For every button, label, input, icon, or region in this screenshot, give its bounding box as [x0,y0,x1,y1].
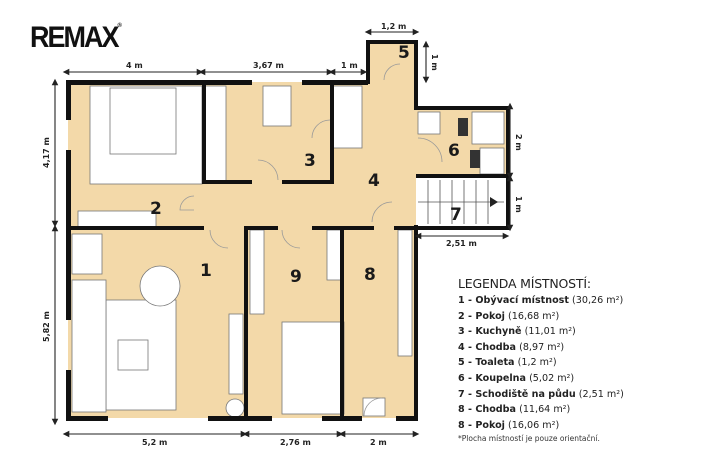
room-7-label: 7 [450,205,462,225]
walls [66,40,510,421]
svg-text:5,82 m: 5,82 m [42,311,51,342]
svg-text:2 m: 2 m [514,134,523,151]
svg-text:1,2 m: 1,2 m [381,22,406,31]
svg-text:3,67 m: 3,67 m [253,61,284,70]
svg-text:1 m: 1 m [341,61,358,70]
legend-item: 7 - Schodiště na půdu (2,51 m²) [458,388,624,400]
svg-text:1 m: 1 m [514,196,523,213]
svg-text:1 m: 1 m [430,54,439,71]
remax-logo: REMAX® [30,20,122,54]
room-9-label: 9 [290,267,302,287]
svg-text:2 m: 2 m [370,438,387,447]
dimension-lines [51,28,514,438]
room-6-label: 6 [448,141,460,161]
stairs-7 [416,178,506,226]
bath-mats [458,118,480,168]
legend-note: *Plocha místností je pouze orientační. [458,434,600,444]
svg-text:4 m: 4 m [126,61,143,70]
dimension-labels: 4 m 3,67 m 1 m 1,2 m 1 m 2 m 1 m 2,51 m … [42,22,523,447]
room-1-label: 1 [200,261,212,281]
room-legend: LEGENDA MÍSTNOSTÍ: 1 - Obývací místnost … [458,276,624,443]
legend-item: 8 - Chodba (11,64 m²) [458,404,571,416]
legend-item: 1 - Obývací místnost (30,26 m²) [458,295,624,306]
doors [179,63,443,417]
room-3-label: 3 [304,151,316,171]
legend-item: 5 - Toaleta (1,2 m²) [458,357,557,369]
legend-item: 8 - Pokoj (16,06 m²) [458,419,560,431]
svg-text:5,2 m: 5,2 m [142,438,167,447]
legend-item: 4 - Chodba (8,97 m²) [458,341,565,353]
legend-title: LEGENDA MÍSTNOSTÍ: [458,276,591,291]
furniture [71,85,505,418]
room-4-label: 4 [368,171,380,191]
svg-text:4,17 m: 4,17 m [42,137,51,168]
legend-item: 2 - Pokoj (16,68 m²) [458,310,560,322]
room-5-label: 5 [398,43,410,63]
room-2-label: 2 [150,199,162,219]
legend-item: 6 - Koupelna (5,02 m²) [458,372,575,384]
svg-text:2,51 m: 2,51 m [446,239,477,248]
room-8-label: 8 [364,265,376,285]
svg-text:2,76 m: 2,76 m [280,438,311,447]
legend-item: 3 - Kuchyně (11,01 m²) [458,326,576,338]
